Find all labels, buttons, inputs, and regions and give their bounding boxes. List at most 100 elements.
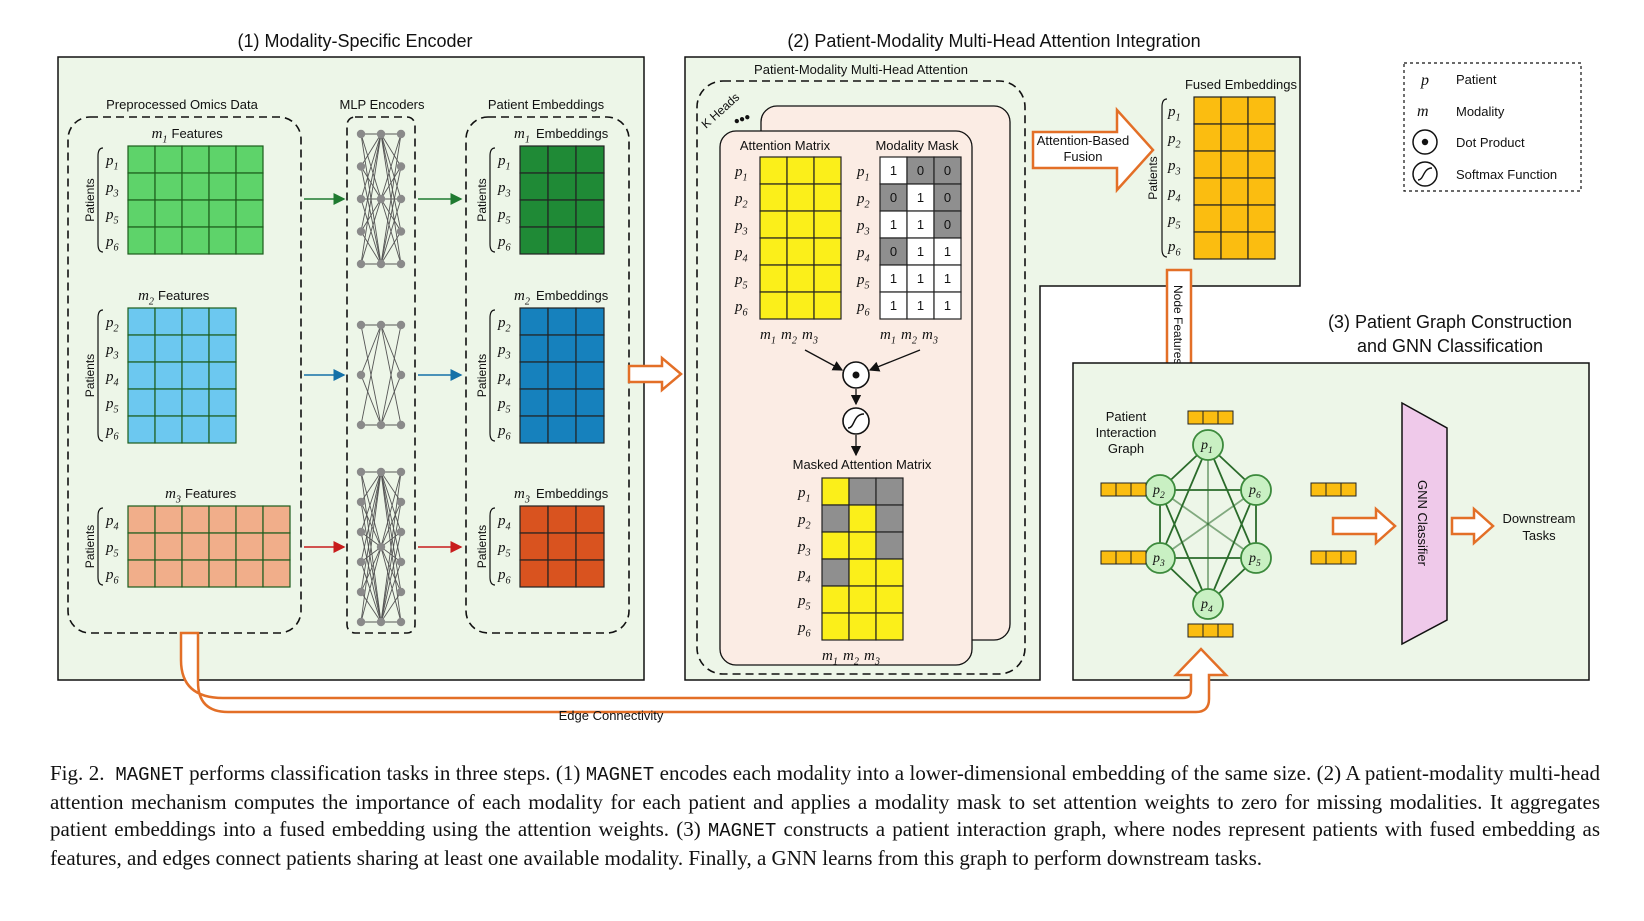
feature-matrix-m1-cell bbox=[181, 172, 210, 201]
feature-matrix-m3-cell bbox=[127, 532, 156, 561]
section-3-title-1: (3) Patient Graph Construction bbox=[1328, 312, 1572, 332]
feature-matrix-m3-cell bbox=[208, 559, 237, 588]
feature-patients-label: Patients bbox=[83, 525, 97, 568]
feature-matrix-m1-cell bbox=[208, 172, 237, 201]
embedding-matrix-m2-cell bbox=[547, 334, 577, 363]
embedding-matrix-m2-cell bbox=[519, 307, 549, 336]
feature-row-label-p3: p3 bbox=[105, 180, 119, 200]
attention-matrix-cell bbox=[786, 156, 815, 185]
feature-matrix-m2-cell bbox=[127, 388, 156, 417]
embedding-matrix-m1-cell bbox=[519, 145, 549, 174]
mlp-edge bbox=[380, 471, 402, 548]
mlp-neuron bbox=[356, 129, 366, 139]
mask-row-label-p1: p1 bbox=[856, 164, 870, 184]
graph-to-gnn-arrow bbox=[1331, 506, 1397, 546]
node-feature-cell bbox=[1310, 482, 1327, 497]
section-3-graph: (3) Patient Graph Construction and GNN C… bbox=[1072, 312, 1590, 681]
mlp-edge bbox=[380, 374, 402, 426]
mlp-neuron bbox=[376, 194, 386, 204]
embedding-brace bbox=[489, 507, 496, 586]
embedding-matrix-m2-cell bbox=[547, 388, 577, 417]
modality-mask-cell bbox=[906, 237, 935, 266]
mask-value: 1 bbox=[917, 298, 924, 313]
feature-row-label-p4: p4 bbox=[105, 513, 119, 533]
mlp-neuron bbox=[356, 587, 366, 597]
embedding-matrix-m3-cell bbox=[519, 559, 549, 588]
mlp-neuron bbox=[356, 162, 366, 171]
mlp-neuron bbox=[356, 259, 366, 269]
feature-matrix-m3-cell bbox=[154, 505, 183, 534]
embedding-matrix-m1-cell bbox=[519, 226, 549, 255]
masked-attention-matrix-cell bbox=[821, 558, 850, 587]
fused-matrix-cell bbox=[1247, 204, 1276, 233]
embedding-matrix-m1-cell bbox=[547, 172, 577, 201]
embedding-matrix-m2-cell bbox=[575, 334, 605, 363]
fused-row-label-p1: p1 bbox=[1167, 104, 1181, 124]
mlp-edge bbox=[380, 133, 402, 167]
fused-matrix-cell bbox=[1193, 123, 1222, 152]
embedding-matrix-m2-cell bbox=[519, 334, 549, 363]
mlp-neuron bbox=[396, 370, 406, 380]
mask-value: 0 bbox=[917, 163, 924, 178]
mlp-edge bbox=[360, 198, 382, 265]
node-feature-cell bbox=[1310, 550, 1327, 565]
fused-matrix-cell bbox=[1220, 123, 1249, 152]
feature-row-label-p5: p5 bbox=[105, 396, 119, 416]
feature-matrix-m1-cell bbox=[235, 226, 264, 255]
section-1-encoder: (1) Modality-Specific Encoder Preprocess… bbox=[57, 31, 645, 681]
mlp-edge bbox=[380, 531, 402, 623]
embedding-row-label-p3: p3 bbox=[497, 342, 511, 362]
legend: p Patient m Modality Dot Product Softmax… bbox=[1403, 62, 1582, 192]
attention-matrix-cell bbox=[759, 156, 788, 185]
mlp-edge bbox=[360, 471, 382, 593]
mlp-networks bbox=[356, 129, 406, 627]
embedding-title-m2: m2 bbox=[514, 288, 530, 308]
edge-connectivity-label: Edge Connectivity bbox=[559, 708, 664, 723]
feature-matrix-m2-cell bbox=[127, 361, 156, 390]
mlp-neuron bbox=[396, 467, 406, 477]
embedding-title-m1: m1 bbox=[514, 126, 530, 146]
feature-matrix-m2-cell bbox=[127, 307, 156, 336]
masked-row-label-p5: p5 bbox=[797, 593, 811, 613]
node-feature-cell bbox=[1115, 550, 1132, 565]
feature-title-m1: m1 bbox=[152, 126, 168, 146]
graph-edge bbox=[1159, 489, 1257, 559]
embedding-row-label-p6: p6 bbox=[497, 567, 512, 587]
mask-value: 1 bbox=[917, 244, 924, 259]
embeddings-group bbox=[465, 116, 630, 634]
mlp-edge bbox=[360, 231, 382, 265]
mlp-neuron bbox=[396, 420, 406, 430]
mlp-edge bbox=[360, 546, 382, 593]
fused-matrix-cell bbox=[1247, 177, 1276, 206]
mlp-edge bbox=[360, 133, 382, 265]
embedding-patients-label: Patients bbox=[475, 178, 489, 221]
embedding-matrix-m1-cell bbox=[575, 172, 605, 201]
masked-attention-matrix-cell bbox=[875, 504, 904, 533]
mask-value: 1 bbox=[890, 163, 897, 178]
embedding-matrix-m3-cell bbox=[575, 559, 605, 588]
mlp-edge bbox=[360, 471, 382, 548]
mask-value: 0 bbox=[944, 163, 951, 178]
mlp-edge bbox=[360, 374, 382, 426]
mask-col-label-m3: m3 bbox=[922, 327, 938, 347]
mlp-neuron bbox=[376, 129, 386, 139]
mask-value: 0 bbox=[944, 217, 951, 232]
mask-col-label-m2: m2 bbox=[901, 327, 917, 347]
embedding-brace bbox=[489, 309, 496, 442]
masked-attention-matrix-cell bbox=[848, 585, 877, 614]
mask-value: 1 bbox=[917, 190, 924, 205]
attention-matrix-cell bbox=[786, 237, 815, 266]
feature-matrix-m2-cell bbox=[181, 361, 210, 390]
masked-col-label-m2: m2 bbox=[843, 648, 859, 668]
graph-node-label-p5: p5 bbox=[1248, 551, 1261, 569]
caption-part-1: performs classification tasks in three s… bbox=[183, 761, 586, 785]
mask-value: 1 bbox=[944, 244, 951, 259]
mlp-neuron bbox=[376, 542, 386, 552]
feature-matrix-m1-cell bbox=[154, 145, 183, 174]
legend-softmax-label: Softmax Function bbox=[1456, 167, 1557, 182]
mlp-edge bbox=[380, 133, 402, 265]
mlp-edge bbox=[380, 166, 402, 265]
embedding-matrix-m3-cell bbox=[575, 505, 605, 534]
feature-row-label-p6: p6 bbox=[105, 567, 120, 587]
